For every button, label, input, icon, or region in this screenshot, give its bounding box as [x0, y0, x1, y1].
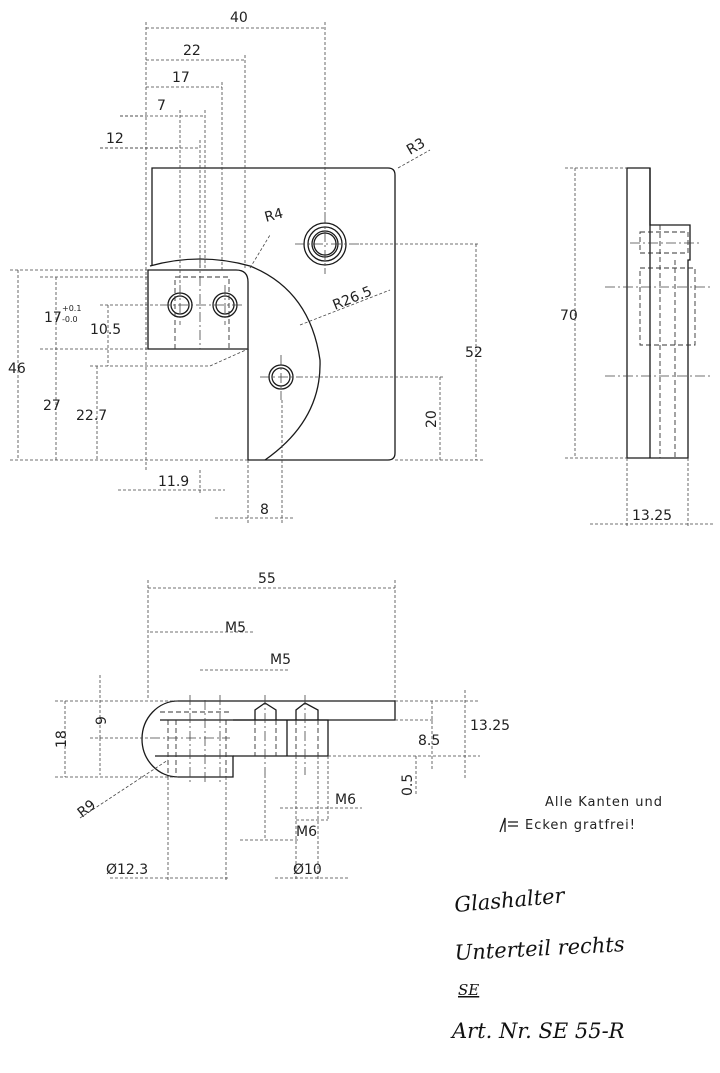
note-line-1: Alle Kanten und	[545, 795, 663, 810]
side-view: 70 13.25	[560, 167, 715, 528]
dim-18: 18	[54, 730, 70, 748]
dim-r26-5: R26.5	[331, 284, 375, 314]
handwritten-title-block: Glashalter Unterteil rechts SE Art. Nr. …	[450, 883, 625, 1043]
dim-70: 70	[560, 308, 578, 324]
article-number: Art. Nr. SE 55-R	[450, 1019, 625, 1043]
dim-13-25-side: 13.25	[632, 508, 672, 524]
surface-finish-icon	[499, 817, 518, 833]
dim-40: 40	[230, 10, 248, 26]
dim-52: 52	[465, 345, 483, 361]
part-description: Unterteil rechts	[454, 932, 625, 965]
deburr-note: Alle Kanten und Ecken gratfrei!	[499, 795, 663, 833]
dim-8: 8	[260, 502, 269, 518]
tol-minus: -0.0	[62, 315, 78, 324]
dim-m5-b: M5	[270, 652, 291, 668]
bottom-view: 55 M5 M5 9 18 8.5 13.25 0.5 M6 M6 R9 Ø12…	[54, 571, 510, 880]
dim-20: 20	[424, 410, 440, 428]
dim-17-tol: 17	[44, 310, 62, 326]
dim-46: 46	[8, 361, 26, 377]
dim-55: 55	[258, 571, 276, 587]
dim-r4: R4	[263, 206, 285, 226]
dim-dia-12-3: Ø12.3	[106, 862, 148, 878]
dim-dia-10: Ø10	[293, 862, 322, 878]
dim-9: 9	[94, 716, 110, 725]
dim-10-5: 10.5	[90, 322, 121, 338]
dim-m6-b: M6	[296, 824, 317, 840]
dim-8-5: 8.5	[418, 733, 440, 749]
dim-m6-a: M6	[335, 792, 356, 808]
dim-17: 17	[172, 70, 190, 86]
dim-22: 22	[183, 43, 201, 59]
dim-7: 7	[157, 98, 166, 114]
initials: SE	[458, 981, 479, 999]
dim-r3: R3	[404, 135, 428, 158]
dim-11-9: 11.9	[158, 474, 189, 490]
part-name: Glashalter	[453, 883, 567, 917]
dim-r9: R9	[75, 797, 100, 821]
dim-m5-a: M5	[225, 620, 246, 636]
dim-27: 27	[43, 398, 61, 414]
note-line-2: Ecken gratfrei!	[525, 818, 636, 833]
tol-plus: +0.1	[62, 304, 81, 313]
dim-12: 12	[106, 131, 124, 147]
dim-0-5: 0.5	[400, 774, 416, 796]
dim-22-7: 22.7	[76, 408, 107, 424]
front-view: 40 22 17 7 12 R3 R4 R26.5 17 +0.1 -0.0 1…	[8, 10, 485, 525]
dim-13-25: 13.25	[470, 718, 510, 734]
